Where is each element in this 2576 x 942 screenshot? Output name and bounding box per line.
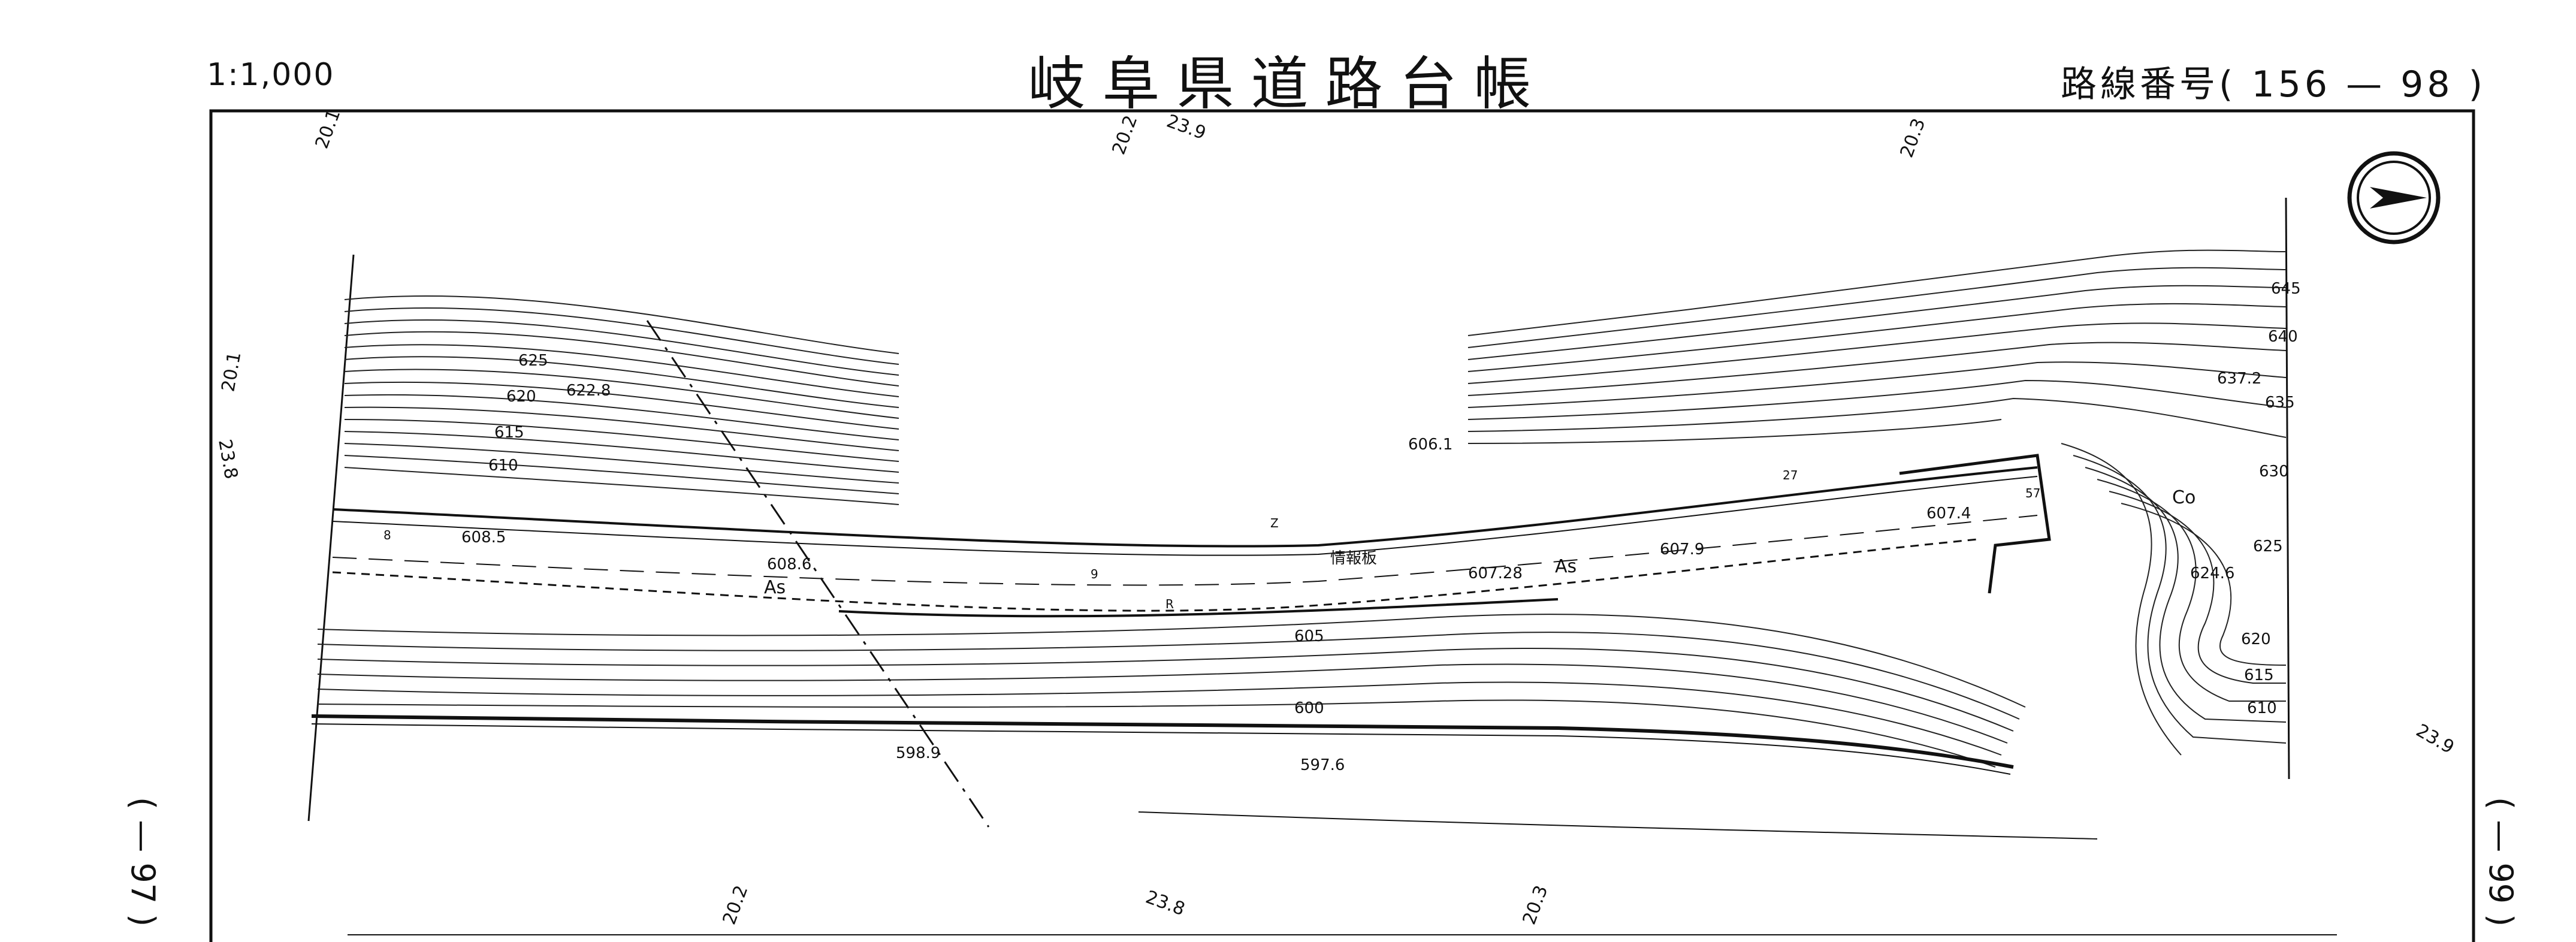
- route-number: 路線番号( 156 — 98 ): [2060, 64, 2486, 105]
- edge-mark: 23.8: [1143, 887, 1188, 920]
- elevation-point: 607.9: [1660, 541, 1704, 558]
- route-main-number: 156: [2251, 64, 2331, 105]
- map-area-left-border: [307, 254, 355, 822]
- map-frame: [209, 109, 2475, 942]
- station-marker: 57: [2025, 486, 2040, 500]
- contour-label: 605: [1294, 627, 1324, 645]
- contour-label: 625: [518, 352, 548, 370]
- contours-lower: [317, 614, 2026, 768]
- contour-label: 625: [2253, 538, 2283, 555]
- info-board-label: 情報板: [1330, 550, 1377, 567]
- map-scale: 1:1,000: [207, 57, 335, 93]
- contour-label: 610: [488, 457, 518, 475]
- edge-mark: 20.3: [1519, 883, 1553, 928]
- north-arrow-icon: [2347, 151, 2441, 244]
- surface-label: As: [1555, 556, 1577, 577]
- elevation-point: 637.2: [2217, 370, 2261, 388]
- elevation-point: 606.1: [1408, 436, 1452, 454]
- edge-mark: 20.1: [218, 351, 245, 394]
- contour-label: 615: [494, 424, 524, 442]
- elevation-point: 607.28: [1468, 564, 1523, 582]
- route-label: 路線番号: [2060, 64, 2219, 105]
- contour-label: 640: [2268, 328, 2298, 346]
- road: [332, 466, 2038, 618]
- surface-label: As: [764, 577, 786, 598]
- contour-label: 600: [1294, 699, 1324, 717]
- elevation-point: 608.5: [461, 529, 506, 547]
- contours-upper-left: [344, 295, 899, 505]
- contour-label: 630: [2259, 463, 2289, 481]
- map-title: 岐阜県道路台帳: [1028, 50, 1548, 117]
- boundary-line: [646, 320, 990, 828]
- edge-mark: 23.9: [1164, 111, 1209, 144]
- station-marker: 9: [1091, 567, 1098, 581]
- contours-right-valley: [2061, 443, 2287, 756]
- contour-label: 620: [2241, 630, 2271, 648]
- surface-label: Co: [2172, 487, 2196, 508]
- elevation-point: 624.6: [2190, 564, 2234, 582]
- edge-mark: 23.8: [214, 437, 241, 481]
- station-marker: 8: [383, 528, 391, 542]
- map-labels: 645 640 635 630 625 620 615 610 605 600 …: [383, 280, 2301, 774]
- edge-mark: 20.2: [719, 883, 753, 928]
- contour-label: 615: [2244, 666, 2274, 684]
- station-marker: R: [1165, 597, 1174, 611]
- station-marker: Z: [1270, 516, 1279, 530]
- elevation-point: 622.8: [566, 382, 611, 400]
- elevation-point: 597.6: [1300, 756, 1345, 774]
- contour-label: 645: [2271, 280, 2301, 298]
- elevation-point: 607.4: [1926, 505, 1971, 523]
- edge-mark: 20.1: [312, 107, 345, 152]
- elevation-point: 598.9: [896, 744, 940, 762]
- edge-marks: 20.1 20.2 23.9 20.3 20.1 23.8 23.9 20.2 …: [214, 107, 2457, 928]
- lower-road-band: [311, 714, 2337, 935]
- contour-label: 635: [2265, 394, 2295, 412]
- road-structure: [1899, 454, 2051, 594]
- edge-mark: 20.2: [1109, 113, 1142, 158]
- elevation-point: 608.6: [767, 555, 811, 573]
- map-area-right-border: [2285, 197, 2290, 780]
- edge-mark: 20.3: [1896, 116, 1930, 161]
- contour-label: 610: [2247, 699, 2277, 717]
- edge-mark: 23.9: [2412, 720, 2457, 759]
- route-sub-number: 98: [2400, 64, 2454, 105]
- contour-label: 620: [506, 388, 536, 406]
- contours-upper-right: [1467, 249, 2287, 444]
- station-marker: 27: [1783, 468, 1798, 482]
